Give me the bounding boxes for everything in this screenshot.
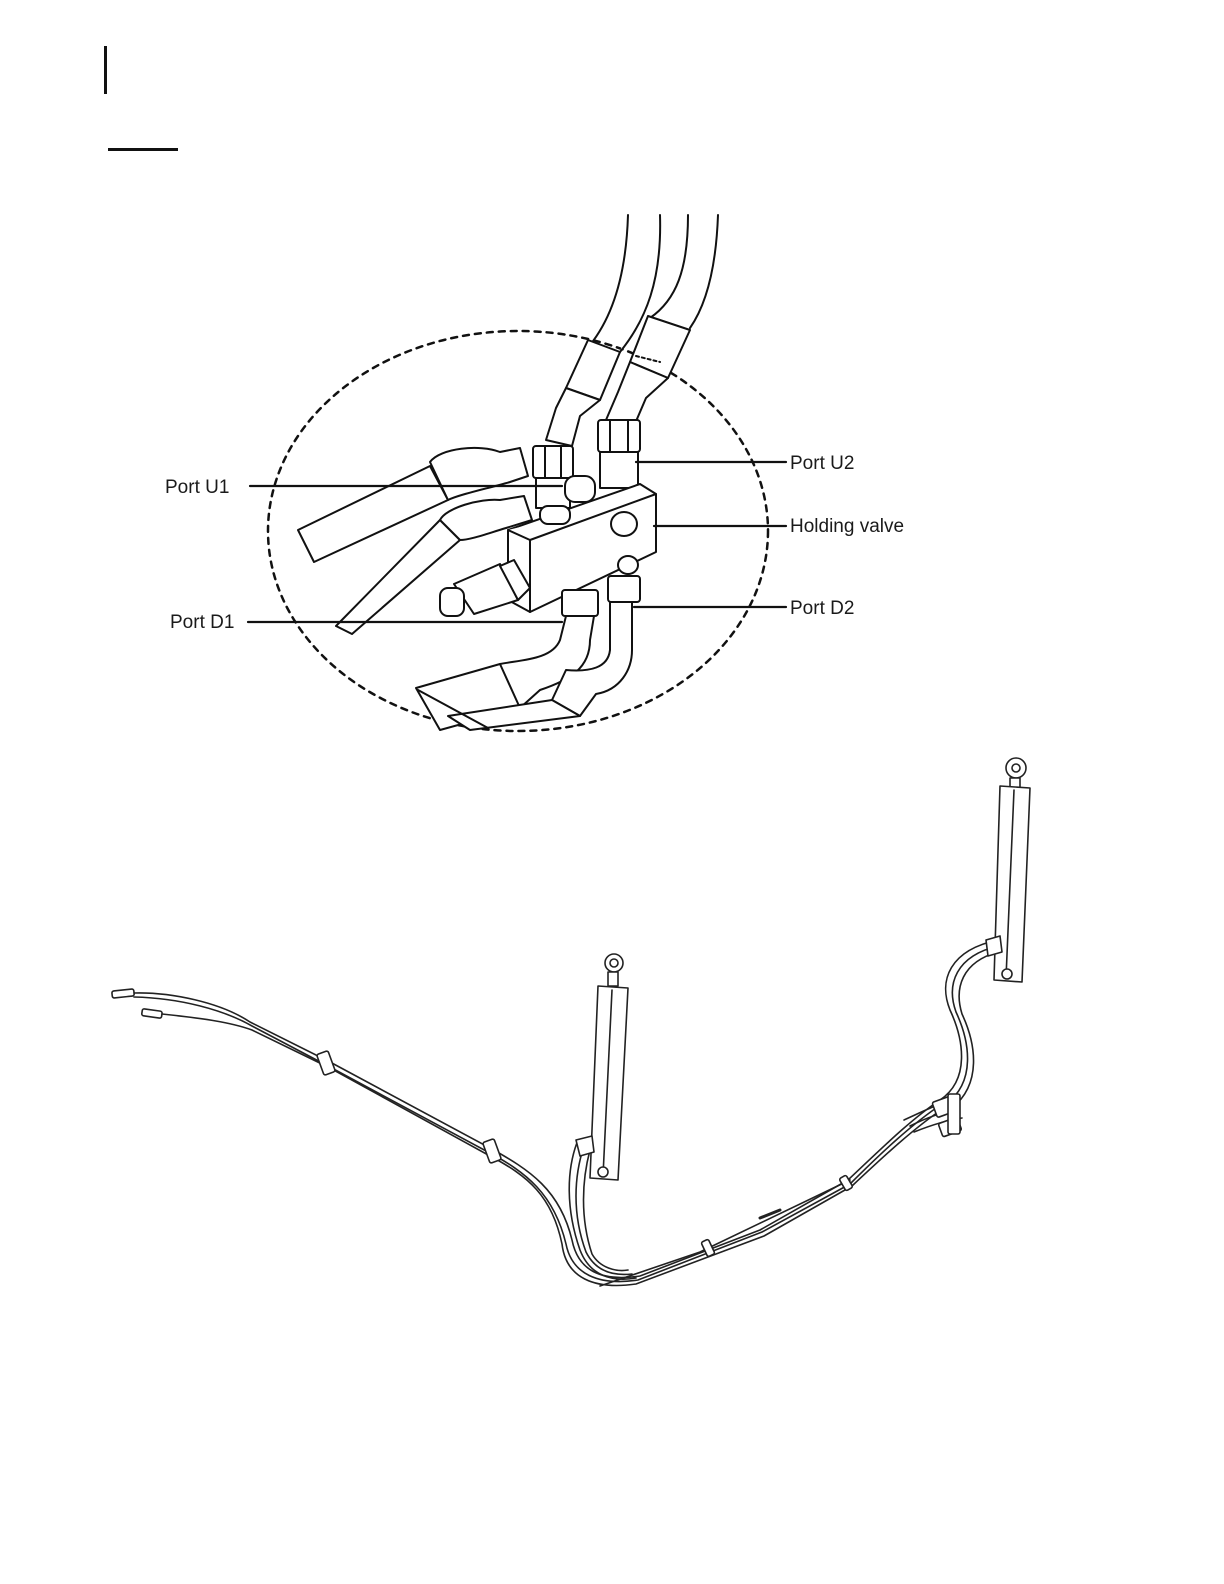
valve-cluster — [932, 1094, 962, 1137]
left-hoses — [298, 448, 532, 634]
left-cylinder — [576, 954, 628, 1180]
label-holding-valve: Holding valve — [790, 516, 904, 537]
detail-view — [248, 215, 786, 731]
upper-hoses — [546, 215, 718, 446]
label-port-d2: Port D2 — [790, 598, 854, 619]
hose-run — [134, 940, 998, 1286]
label-port-u2: Port U2 — [790, 453, 854, 474]
right-cylinder — [986, 758, 1030, 982]
label-port-u1: Port U1 — [165, 477, 229, 498]
overview-assembly — [112, 758, 1030, 1286]
label-port-d1: Port D1 — [170, 612, 234, 633]
